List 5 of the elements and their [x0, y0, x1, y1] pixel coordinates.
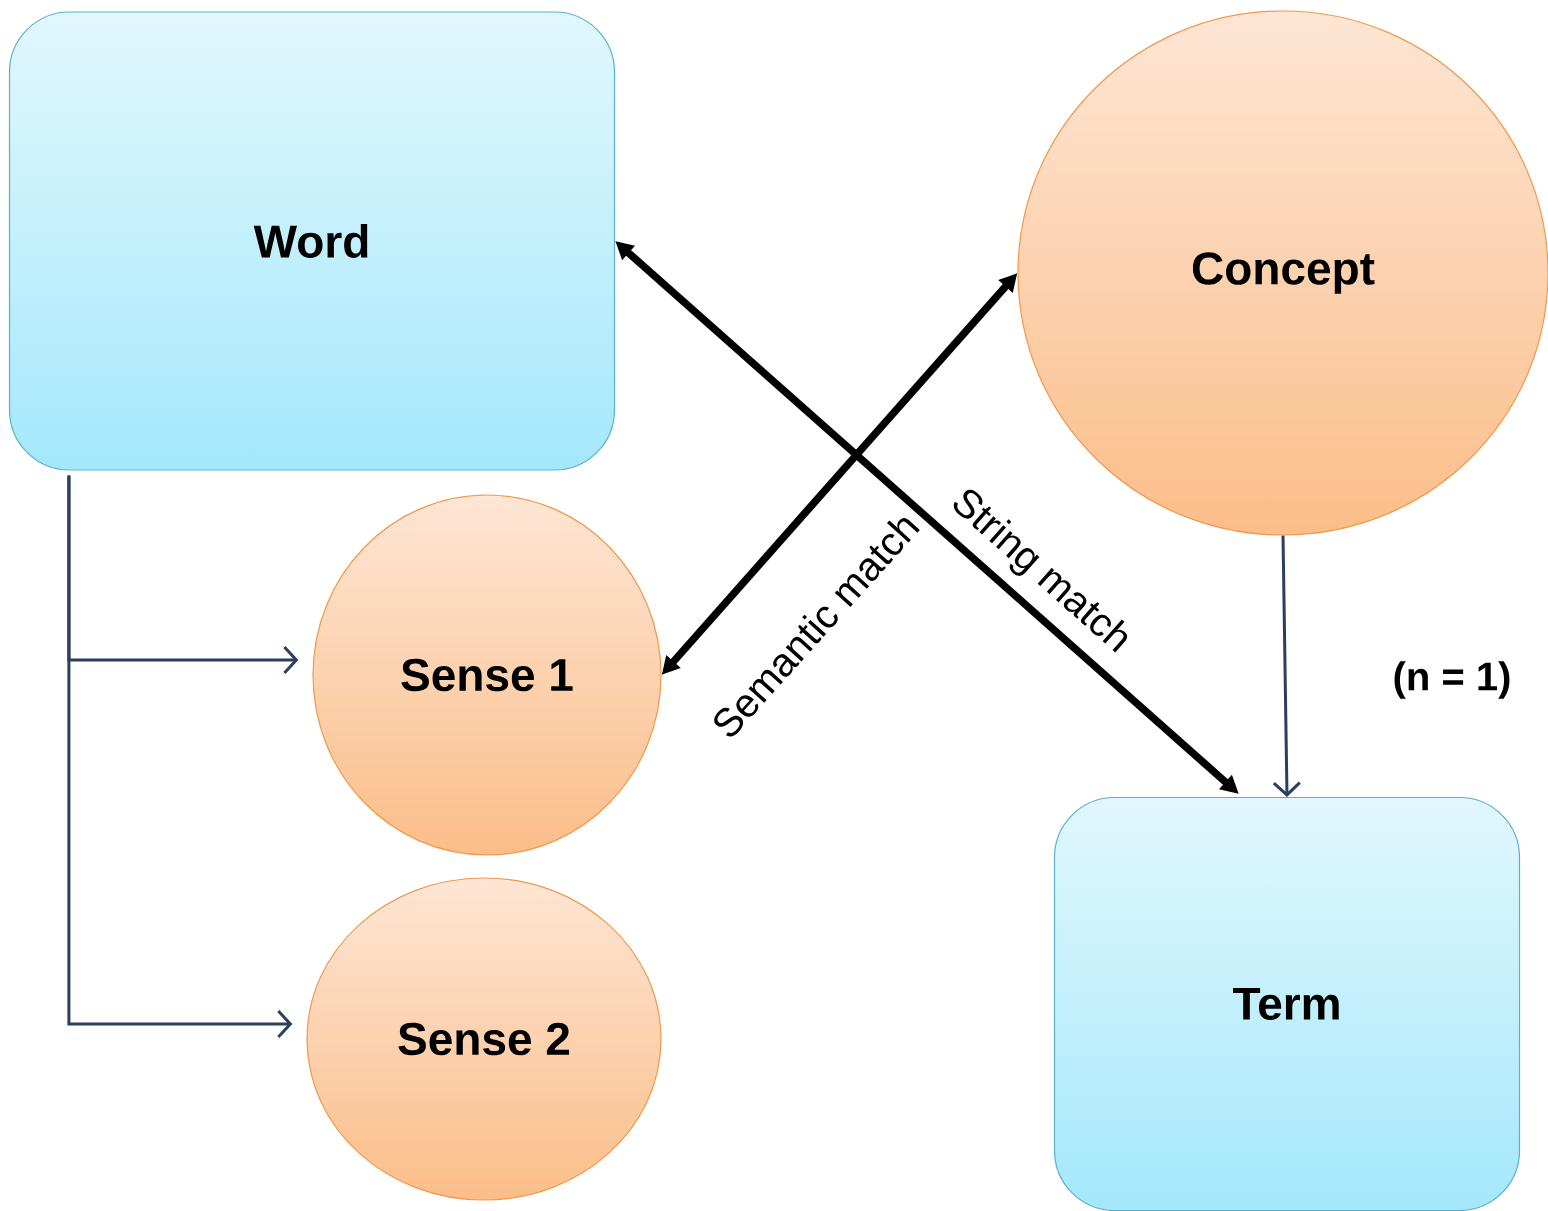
edge-label: (n = 1) — [1394, 661, 1510, 699]
word-box: Word — [8, 11, 616, 471]
arrow — [67, 475, 293, 1039]
term-box: Term — [1053, 796, 1521, 1211]
arrow — [1272, 535, 1301, 797]
